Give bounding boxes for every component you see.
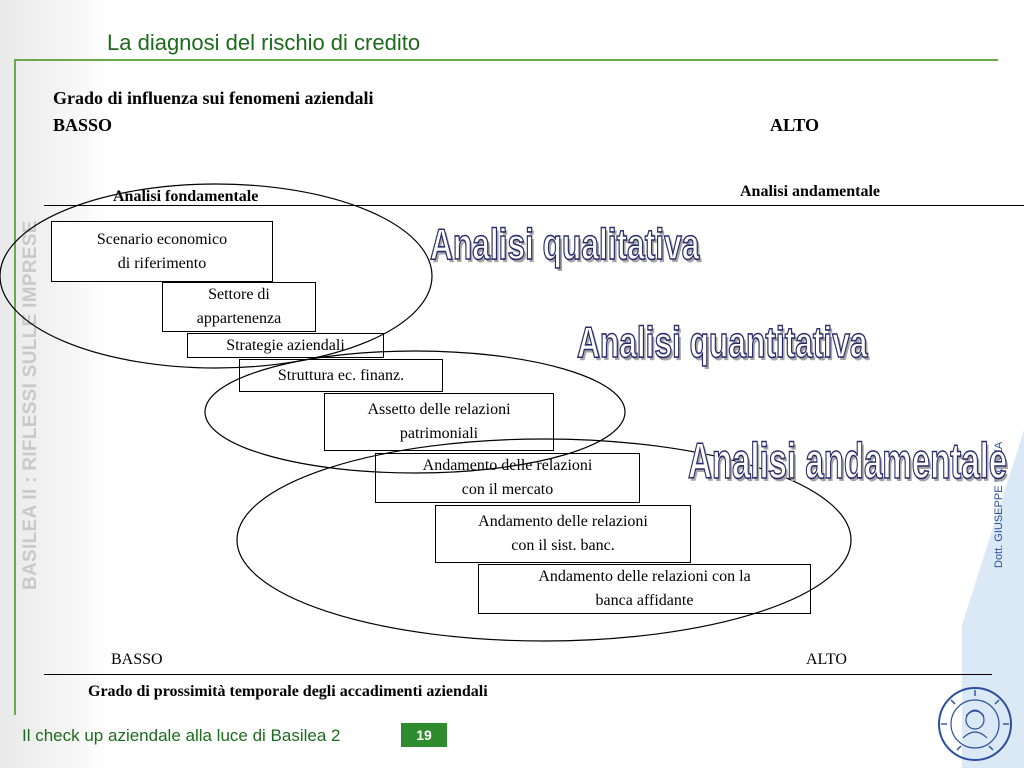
title-rule — [14, 59, 998, 61]
box-scenario-economico: Scenario economico di riferimento — [51, 221, 273, 282]
wordart-analisi-quantitativa: Analisi quantitativa — [576, 317, 868, 368]
box-line: banca affidante — [595, 592, 694, 609]
box-line: patrimoniali — [399, 425, 479, 442]
left-rule — [14, 61, 16, 715]
top-separator-line — [44, 205, 1024, 206]
box-line: Andamento delle relazioni — [478, 513, 648, 530]
box-line: Struttura ec. finanz. — [277, 366, 405, 384]
box-line: Strategie aziendali — [226, 336, 345, 354]
heading-analisi-andamentale: Analisi andamentale — [740, 183, 881, 200]
top-axis-high: ALTO — [770, 115, 820, 135]
top-axis-low: BASSO — [53, 115, 113, 135]
box-line: con il sist. banc. — [511, 537, 615, 554]
box-mercato: Andamento delle relazioni con il mercato — [375, 453, 640, 503]
ellipse-fondamentale — [0, 183, 433, 369]
box-line: appartenenza — [196, 310, 282, 327]
top-axis-label: Grado di influenza sui fenomeni aziendal… — [53, 88, 374, 108]
university-seal-logo — [938, 687, 1012, 761]
box-sist-banc: Andamento delle relazioni con il sist. ba… — [435, 505, 691, 563]
box-banca-affidante: Andamento delle relazioni con la banca af… — [478, 564, 811, 614]
page-number-badge: 19 — [401, 723, 447, 747]
bottom-axis-label: Grado di prossimità temporale degli acca… — [88, 683, 488, 700]
ellipse-andamentale — [236, 438, 852, 642]
bottom-axis-high: ALTO — [806, 651, 847, 668]
bottom-separator-line — [44, 674, 992, 675]
slide-title: La diagnosi del rischio di credito — [107, 30, 421, 55]
box-line: Settore di — [208, 286, 270, 303]
wordart-analisi-andamentale: Analisi andamentale — [687, 432, 1008, 490]
bottom-axis-low: BASSO — [111, 651, 163, 668]
left-gray-band — [0, 0, 110, 768]
box-line: di riferimento — [117, 254, 207, 272]
box-line: Assetto delle relazioni — [367, 401, 511, 418]
box-line: con il mercato — [461, 481, 554, 498]
heading-analisi-fondamentale: Analisi fondamentale — [113, 188, 259, 205]
footer-title: Il check up aziendale alla luce di Basil… — [22, 726, 341, 745]
box-line: Andamento delle relazioni con la — [538, 568, 751, 585]
box-line: Scenario economico — [96, 230, 228, 248]
ellipse-quantitativa — [204, 350, 626, 474]
box-settore: Settore di appartenenza — [162, 282, 316, 332]
box-line: Andamento delle relazioni — [422, 457, 593, 474]
box-assetto: Assetto delle relazioni patrimoniali — [324, 393, 554, 451]
wordart-analisi-qualitativa: Analisi qualitativa — [429, 219, 700, 270]
